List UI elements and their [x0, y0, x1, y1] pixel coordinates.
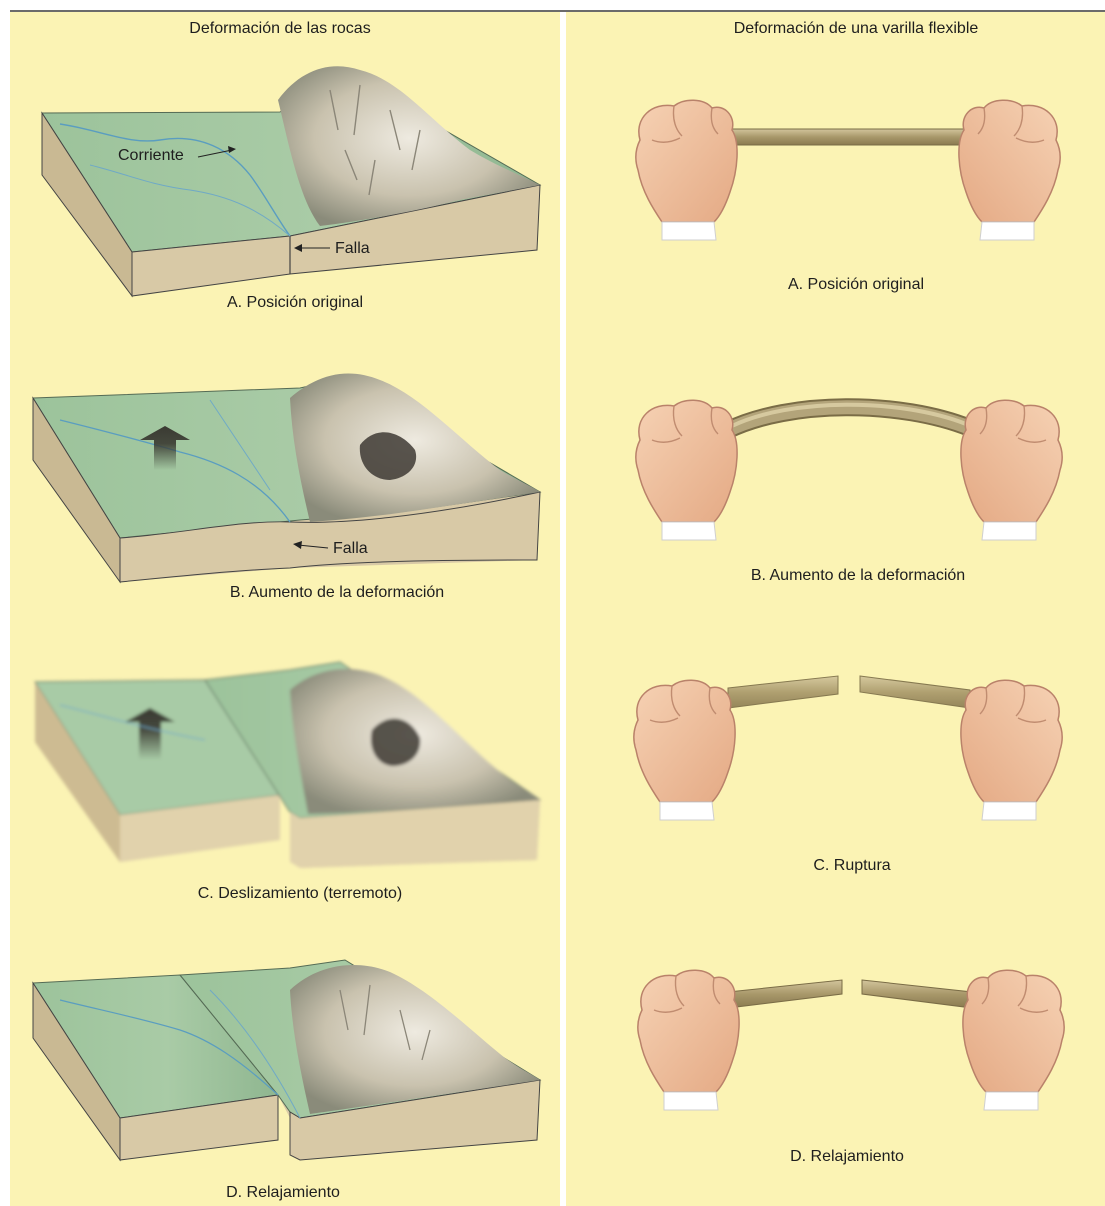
block-diagram-a — [42, 66, 540, 296]
rod-illustration-b — [636, 400, 1062, 540]
rod-illustration-a — [636, 100, 1060, 240]
block-diagram-c — [35, 662, 540, 868]
flexible-rod — [725, 129, 970, 145]
caption-rod-c: C. Ruptura — [813, 857, 890, 875]
caption-rocks-a: A. Posición original — [227, 294, 363, 312]
caption-rod-d: D. Relajamiento — [790, 1148, 904, 1166]
caption-rocks-b: B. Aumento de la deformación — [230, 584, 444, 602]
caption-rod-b: B. Aumento de la deformación — [751, 567, 965, 585]
caption-rocks-d: D. Relajamiento — [226, 1184, 340, 1202]
caption-rocks-c: C. Deslizamiento (terremoto) — [198, 885, 403, 903]
caption-rod-a: A. Posición original — [788, 276, 924, 294]
right-fist — [959, 100, 1060, 240]
stream-label: Corriente — [118, 147, 184, 165]
right-panel-title: Deformación de una varilla flexible — [734, 20, 979, 38]
fault-label-a: Falla — [335, 240, 370, 258]
rod-illustration-d — [638, 970, 1064, 1110]
fault-label-b: Falla — [333, 540, 368, 558]
block-diagram-d — [33, 960, 540, 1160]
rod-illustration-c — [634, 676, 1062, 820]
left-panel-title: Deformación de las rocas — [189, 20, 370, 38]
left-fist — [636, 100, 737, 240]
block-diagram-b — [33, 374, 540, 582]
